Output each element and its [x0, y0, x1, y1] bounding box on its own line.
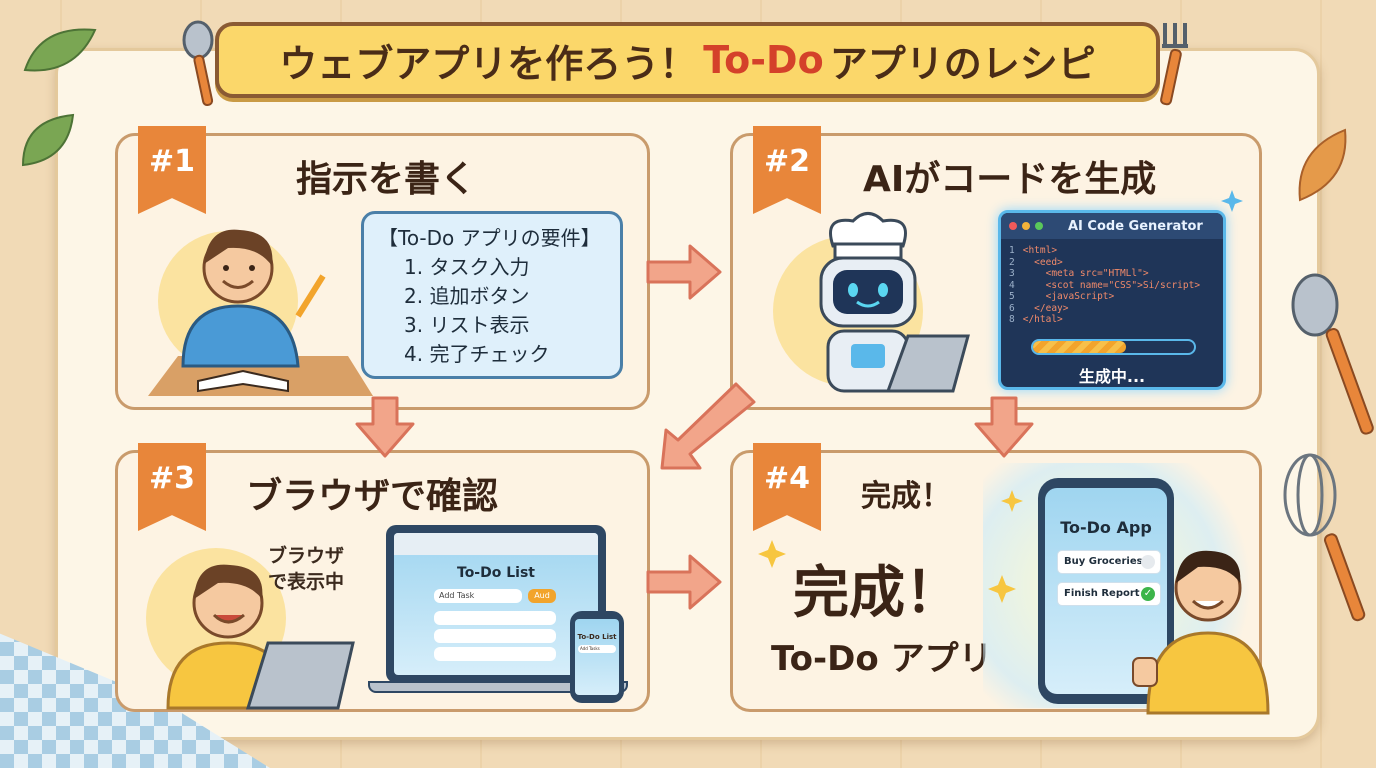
code-line: 6 </eay>: [1009, 302, 1069, 314]
smartphone-preview: To-Do List Add Tasks: [570, 611, 624, 703]
arrow-right-icon: [646, 554, 722, 610]
task-row: [434, 611, 556, 625]
caption-line: で表示中: [268, 571, 345, 593]
app-heading: To-Do App: [1060, 518, 1152, 537]
title-part2: To-Do: [703, 38, 824, 82]
add-task-input[interactable]: Add Task: [434, 589, 522, 603]
title-part3: アプリのレシピ: [829, 41, 1096, 86]
step-3-panel: #3 ブラウザで確認 ブラウザ で表示中 To-Do List Add Task…: [115, 443, 650, 712]
title-banner: ウェブアプリを作ろう！ To-Do アプリのレシピ: [215, 22, 1160, 98]
requirement-item: 2. 追加ボタン: [404, 284, 530, 308]
complete-big-text: 完成！: [793, 561, 961, 626]
code-line: 3 <meta src="HTMLl">: [1009, 268, 1149, 279]
todo-item-label: Buy Groceries: [1064, 556, 1143, 567]
maximize-dot-icon: [1035, 222, 1043, 230]
sparkle-icon: [988, 575, 1016, 603]
code-line: 2 <eed>: [1009, 256, 1063, 268]
step-4-panel: #4 完成！ 完成！ To-Do アプリ To-Do App Buy Groce…: [730, 443, 1270, 715]
code-line: 8</htal>: [1009, 314, 1063, 325]
leaf-icon: [1298, 128, 1347, 202]
leaf-icon: [23, 28, 97, 72]
step-1-panel: #1 指示を書く 【To-Do アプリの要件】 1. タスク入力 2. 追加ボタ…: [115, 126, 650, 410]
sparkle-icon: [758, 540, 786, 568]
sparkle-icon: [1221, 190, 1243, 212]
arrow-down-icon: [974, 396, 1034, 458]
step-title: ブラウザで確認: [246, 476, 499, 517]
ai-code-generator-window: AI Code Generator 1<html>2 <eed>3 <meta …: [998, 210, 1226, 390]
minimize-dot-icon: [1022, 222, 1030, 230]
leaf-icon: [21, 113, 75, 167]
code-line: 5 <javaScript>: [1009, 291, 1115, 302]
step-badge: #1: [138, 126, 206, 214]
browser-caption: ブラウザ で表示中: [268, 543, 344, 595]
spoon-icon: [1291, 273, 1374, 435]
step-title: 指示を書く: [296, 159, 477, 200]
person-writing-illustration: [148, 229, 373, 396]
phone-screen: To-Do List Add Tasks: [575, 619, 619, 695]
smiling-person-laptop-illustration: [166, 564, 355, 710]
spoon-icon: [182, 20, 214, 107]
bubble-heading: 【To-Do アプリの要件】: [378, 226, 601, 250]
task-row: [434, 629, 556, 643]
window-title: AI Code Generator: [1068, 218, 1203, 234]
requirement-item: 1. タスク入力: [404, 255, 530, 279]
generation-progress-bar: [1031, 339, 1196, 355]
generation-status: 生成中...: [1078, 367, 1146, 386]
requirement-item: 4. 完了チェック: [404, 342, 550, 366]
sparkle-icons: [758, 190, 1243, 603]
browser-screen: To-Do List Add Task Aud: [394, 533, 598, 675]
code-line: 4 <scot name="CSS">Si/script>: [1009, 279, 1201, 291]
task-row: [434, 647, 556, 661]
code-listing: 1<html>2 <eed>3 <meta src="HTMLl">4 <sco…: [1001, 239, 1223, 326]
arrow-right-icon: [646, 244, 722, 300]
todo-heading: To-Do List: [457, 565, 535, 581]
laptop-base: [368, 681, 628, 693]
thumbs-up-person-illustration: [1132, 550, 1270, 715]
step-title: 完成！: [861, 479, 951, 514]
checkbox-unchecked-icon[interactable]: [1141, 555, 1155, 569]
code-line: 1<html>: [1009, 245, 1058, 256]
phone-add-task-input: Add Tasks: [578, 645, 616, 653]
add-button[interactable]: Aud: [528, 589, 556, 603]
fork-icon: [1160, 23, 1188, 106]
close-dot-icon: [1009, 222, 1017, 230]
window-titlebar: AI Code Generator: [1001, 213, 1223, 239]
progress-fill: [1033, 341, 1127, 353]
laptop-browser: To-Do List Add Task Aud: [386, 525, 606, 683]
chef-robot-illustration: [819, 212, 970, 393]
title-part1: ウェブアプリを作ろう！: [279, 41, 698, 86]
step-2-panel: #2 AIがコードを生成 AI Code Generator 1<html>2 …: [730, 126, 1262, 410]
step-title: AIがコードを生成: [863, 159, 1157, 200]
todo-item: Finish Report✓: [1057, 582, 1161, 606]
todo-app-phone: To-Do App Buy Groceries Finish Report✓: [1038, 478, 1174, 704]
todo-item: Buy Groceries: [1057, 550, 1161, 574]
todo-item-label: Finish Report: [1064, 588, 1140, 599]
browser-toolbar: [394, 533, 598, 555]
complete-sub-text: To-Do アプリ: [771, 639, 993, 679]
step-badge: #2: [753, 126, 821, 214]
arrow-down-left-icon: [660, 382, 756, 470]
checkbox-checked-icon[interactable]: ✓: [1141, 587, 1155, 601]
sparkle-icon: [1001, 490, 1023, 512]
requirements-speech-bubble: 【To-Do アプリの要件】 1. タスク入力 2. 追加ボタン 3. リスト表…: [361, 211, 623, 379]
requirement-item: 3. リスト表示: [404, 313, 530, 337]
arrow-down-icon: [355, 396, 415, 458]
whisk-icon: [1283, 453, 1366, 622]
caption-line: ブラウザ: [268, 545, 345, 567]
app-screen: To-Do App Buy Groceries Finish Report✓: [1045, 488, 1167, 694]
phone-todo-heading: To-Do List: [577, 633, 617, 641]
